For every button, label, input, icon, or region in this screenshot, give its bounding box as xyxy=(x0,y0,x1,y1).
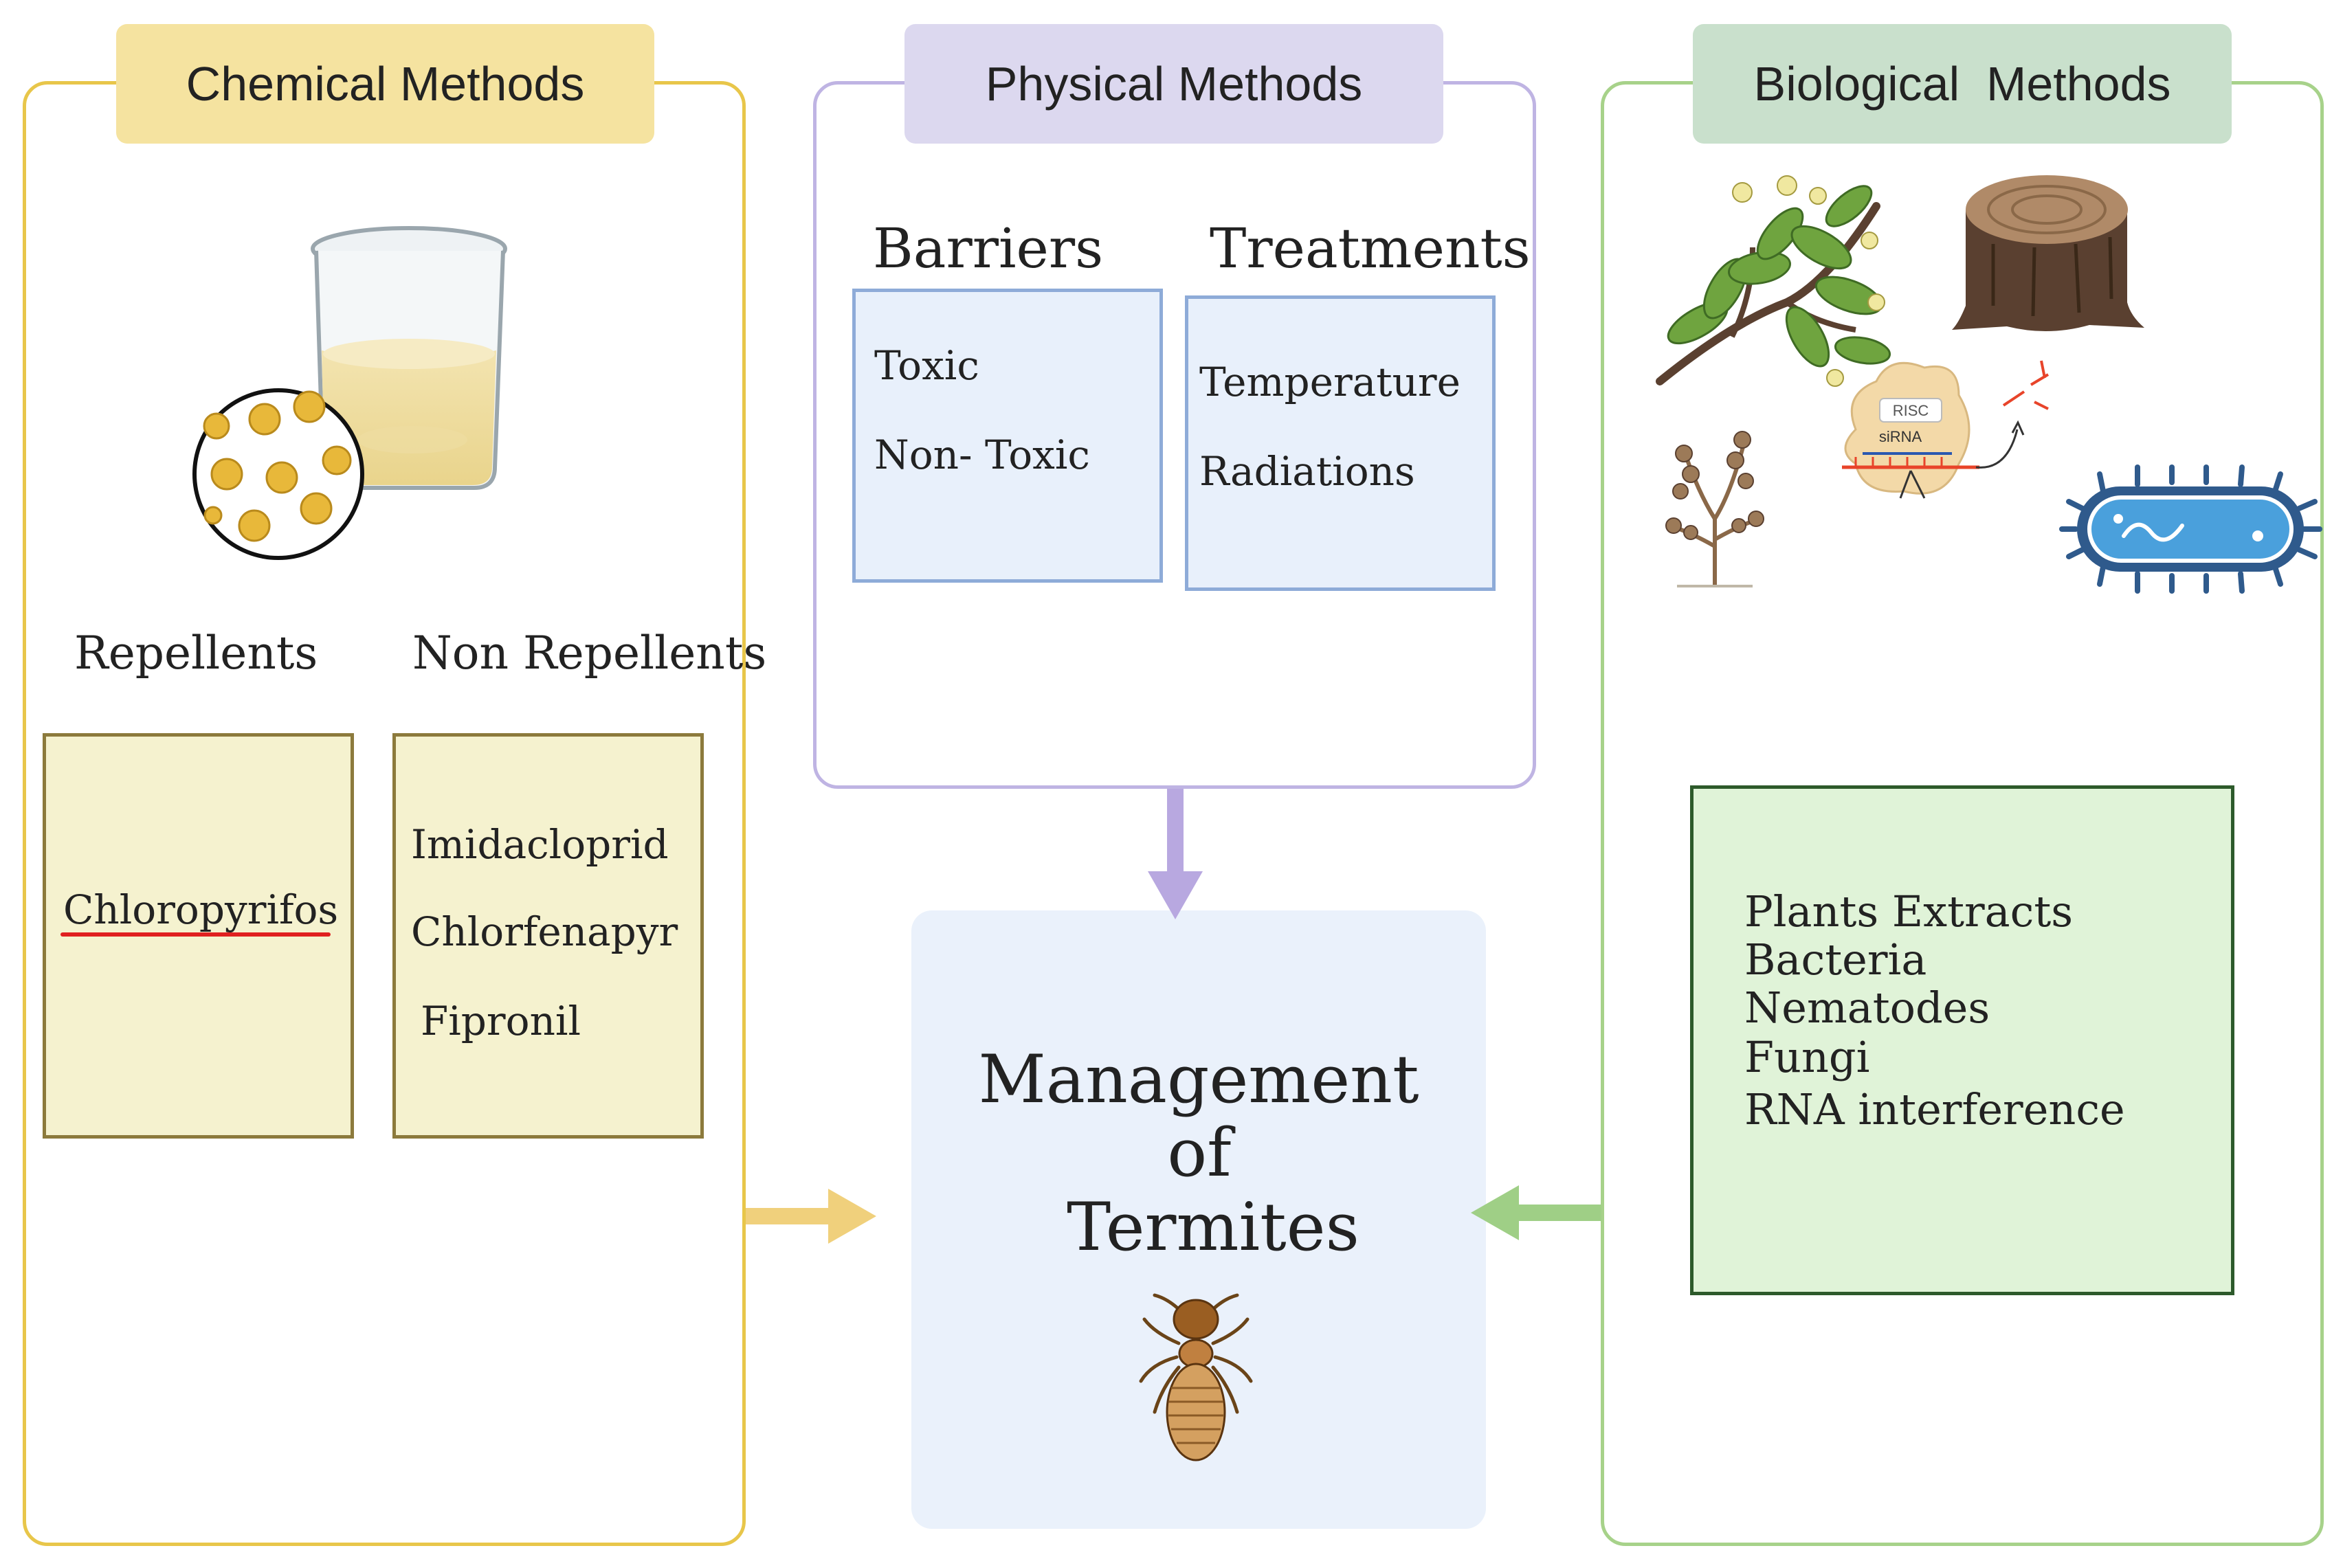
biological-methods-header: Biological Methods xyxy=(1693,24,2232,144)
chemical-methods-title: Chemical Methods xyxy=(186,57,585,111)
center-title-line1: Management xyxy=(978,1041,1419,1118)
beaker-illustration xyxy=(192,226,507,560)
treatments-label: Treatments xyxy=(1210,216,1531,280)
bacteria-icon xyxy=(2059,464,2322,594)
arrow-chemical-to-center xyxy=(746,1189,876,1244)
tree-stump-icon xyxy=(1952,175,2144,332)
treatment-item: Radiations xyxy=(1199,448,1415,495)
sirna-label: siRNA xyxy=(1879,428,1922,445)
non-repellent-item: Chlorfenapyr xyxy=(411,908,678,955)
center-title-line2: of xyxy=(1167,1115,1232,1191)
physical-methods-title: Physical Methods xyxy=(985,57,1363,111)
barriers-label: Barriers xyxy=(873,216,1104,280)
fungi-plant-icon xyxy=(1665,431,1764,587)
non-repellent-item: Imidacloprid xyxy=(411,821,669,868)
physical-methods-header: Physical Methods xyxy=(904,24,1443,144)
arrow-biological-to-center xyxy=(1471,1185,1601,1240)
non-repellents-label: Non Repellents xyxy=(412,627,767,680)
biological-item: Fungi xyxy=(1744,1032,1870,1082)
barrier-item: Toxic xyxy=(874,342,979,389)
repellent-item: Chloropyrifos xyxy=(63,886,339,933)
barrier-item: Non- Toxic xyxy=(874,432,1090,478)
arrow-physical-to-center xyxy=(1148,789,1203,919)
barriers-box xyxy=(852,289,1163,583)
biological-item: Nematodes xyxy=(1744,983,1990,1033)
rna-interference-icon: RISC siRNA xyxy=(1842,360,2050,499)
treatment-item: Temperature xyxy=(1199,359,1461,405)
plant-branch-icon xyxy=(1656,175,1891,387)
biological-methods-title: Biological Methods xyxy=(1753,57,2171,111)
non-repellent-item: Fipronil xyxy=(421,998,581,1044)
chemical-methods-header: Chemical Methods xyxy=(116,24,654,144)
biological-item: RNA interference xyxy=(1744,1084,2125,1134)
non-repellents-box xyxy=(392,733,704,1139)
spellcheck-underline xyxy=(60,932,331,937)
termite-icon xyxy=(1139,1293,1253,1461)
repellents-label: Repellents xyxy=(74,627,318,680)
center-title-line3: Termites xyxy=(1067,1189,1359,1266)
risc-label: RISC xyxy=(1893,402,1929,419)
biological-methods-box xyxy=(1690,785,2234,1295)
treatments-box xyxy=(1185,295,1496,591)
biological-item: Bacteria xyxy=(1744,934,1927,985)
biological-item: Plants Extracts xyxy=(1744,886,2074,937)
